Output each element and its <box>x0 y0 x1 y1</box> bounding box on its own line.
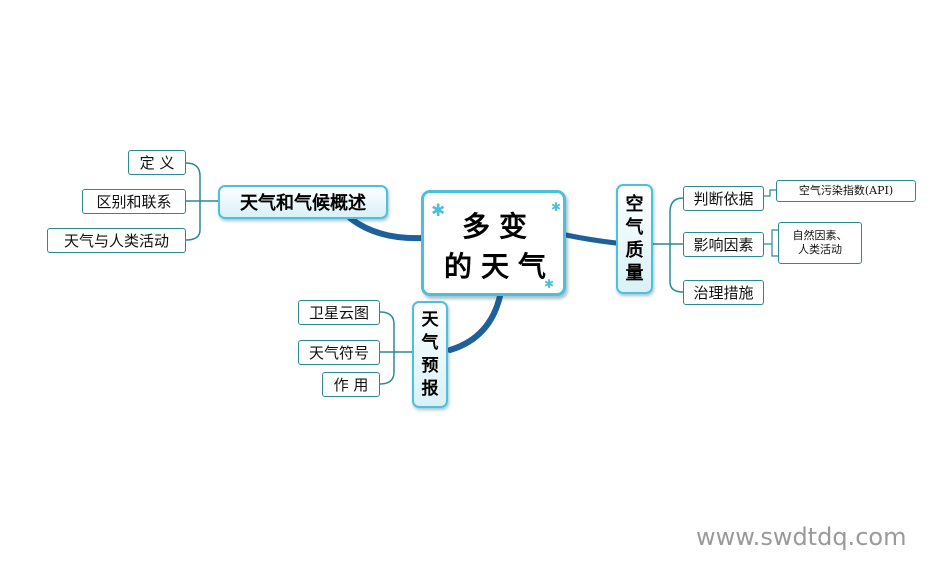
detail-factors-line1: 自然因素、 <box>792 229 848 242</box>
leaf-satellite: 卫星云图 <box>298 300 380 325</box>
detail-criteria: 空气污染指数(API) <box>776 180 916 202</box>
bracket-criteria <box>764 189 776 197</box>
branch-overview: 天气和气候概述 <box>218 185 388 219</box>
bracket-air-quality <box>653 197 684 293</box>
leaf-criteria-text: 判断依据 <box>693 190 754 208</box>
detail-criteria-text: 空气污染指数(API) <box>798 184 894 197</box>
center-node: ✱ ✱ ✱ 多变 的天气 <box>421 190 566 296</box>
bracket-overview <box>185 162 201 241</box>
leaf-measures: 治理措施 <box>683 280 764 305</box>
leaf-human-activity: 天气与人类活动 <box>47 228 186 253</box>
leaf-difference-text: 区别和联系 <box>96 193 172 211</box>
leaf-symbols-text: 天气符号 <box>308 344 369 362</box>
leaf-definition-text: 定 义 <box>139 154 175 172</box>
leaf-usage-text: 作 用 <box>333 376 369 394</box>
branch-forecast-char: 报 <box>421 378 439 399</box>
branch-forecast-char: 天 <box>421 309 439 330</box>
bracket-forecast <box>379 311 412 385</box>
branch-forecast-char: 预 <box>421 355 439 376</box>
branch-air-quality-char: 量 <box>625 263 644 284</box>
star-icon: ✱ <box>544 277 555 291</box>
branch-forecast-char: 气 <box>421 332 439 353</box>
leaf-measures-text: 治理措施 <box>693 284 754 302</box>
branch-air-quality-char: 质 <box>625 240 644 261</box>
center-title-line1: 多变 <box>462 210 537 243</box>
star-icon: ✱ <box>431 201 446 221</box>
branch-air-quality-char: 气 <box>625 217 644 238</box>
star-icon: ✱ <box>551 200 562 214</box>
connector-air-quality <box>563 232 619 246</box>
leaf-difference: 区别和联系 <box>82 189 186 214</box>
connector-forecast <box>447 293 503 353</box>
connector-overview <box>347 215 427 242</box>
leaf-factors: 影响因素 <box>683 232 764 257</box>
leaf-criteria: 判断依据 <box>683 186 764 211</box>
branch-air-quality: 空 气 质 量 <box>616 184 653 294</box>
leaf-symbols: 天气符号 <box>298 340 380 365</box>
watermark: www.swdtdq.com <box>696 523 907 551</box>
center-title-line2: 的天气 <box>444 250 556 283</box>
leaf-usage: 作 用 <box>322 372 380 397</box>
detail-factors: 自然因素、 人类活动 <box>778 222 862 264</box>
leaf-factors-text: 影响因素 <box>693 236 754 254</box>
leaf-satellite-text: 卫星云图 <box>308 304 369 322</box>
bracket-factors <box>764 229 778 257</box>
leaf-human-activity-text: 天气与人类活动 <box>63 232 169 250</box>
branch-forecast: 天 气 预 报 <box>412 301 448 408</box>
branch-air-quality-char: 空 <box>625 194 644 215</box>
detail-factors-line2: 人类活动 <box>798 243 842 256</box>
leaf-definition: 定 义 <box>128 150 186 175</box>
branch-overview-text: 天气和气候概述 <box>240 193 366 214</box>
